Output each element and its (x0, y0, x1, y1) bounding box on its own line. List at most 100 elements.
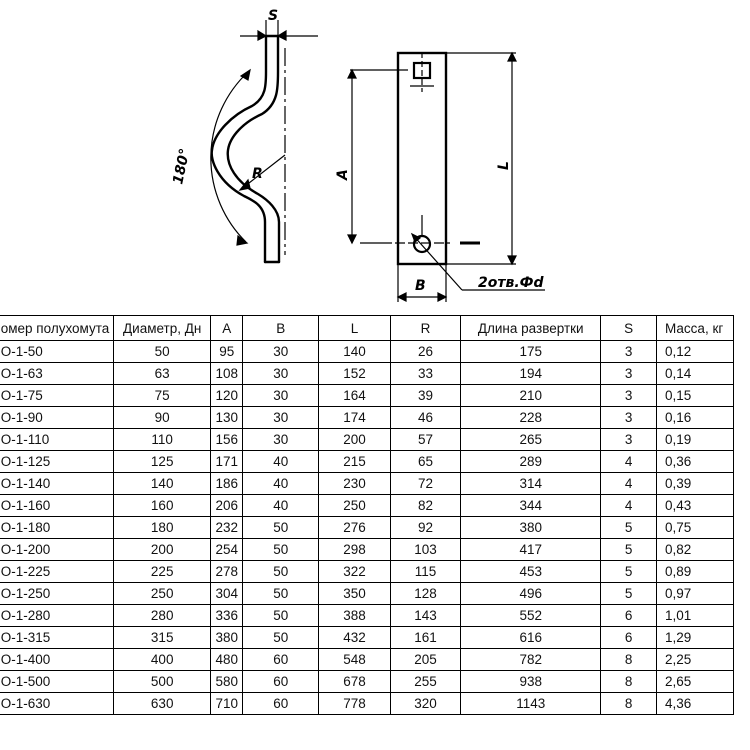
table-cell: 496 (460, 582, 602, 605)
table-cell: 206 (210, 494, 244, 517)
header-cell: A (210, 315, 244, 341)
table-cell: 5 (600, 538, 658, 561)
table-cell: 350 (318, 582, 391, 605)
table-cell: 2,65 (656, 670, 734, 693)
table-cell: ПО-1-75 (0, 384, 115, 407)
table-cell: 0,36 (656, 450, 734, 473)
table-cell: 500 (113, 670, 212, 693)
table-cell: 344 (460, 494, 602, 517)
table-cell: 0,82 (656, 538, 734, 561)
table-cell: ПО-1-50 (0, 340, 115, 363)
table-cell: 171 (210, 450, 244, 473)
table-cell: 480 (210, 648, 244, 671)
table-cell: 5 (600, 582, 658, 605)
table-cell: 50 (242, 560, 320, 583)
table-cell: 8 (600, 692, 658, 715)
table-cell: 4,36 (656, 692, 734, 715)
label-angle: 180° (170, 147, 193, 186)
table-cell: 95 (210, 340, 244, 363)
table-cell: 174 (318, 406, 391, 429)
header-cell: B (242, 315, 320, 341)
table-cell: 380 (460, 516, 602, 539)
table-cell: 336 (210, 604, 244, 627)
table-cell: 200 (318, 428, 391, 451)
table-cell: 50 (242, 604, 320, 627)
header-cell: Диаметр, Дн (113, 315, 212, 341)
table-cell: 314 (460, 472, 602, 495)
table-cell: 75 (113, 384, 212, 407)
table-cell: 322 (318, 560, 391, 583)
table-cell: 3 (600, 428, 658, 451)
table-cell: 60 (242, 648, 320, 671)
header-cell: L (318, 315, 391, 341)
clamp-inner-profile (226, 34, 281, 264)
table-cell: 63 (113, 362, 212, 385)
table-cell: 276 (318, 516, 391, 539)
table-cell: 0,43 (656, 494, 734, 517)
table-cell: 250 (113, 582, 212, 605)
table-cell: ПО-1-90 (0, 406, 115, 429)
table-cell: ПО-1-63 (0, 362, 115, 385)
table-cell: 108 (210, 362, 244, 385)
angle-dimension-arc (210, 71, 249, 243)
table-cell: 215 (318, 450, 391, 473)
table-cell: 678 (318, 670, 391, 693)
table-cell: 194 (460, 362, 602, 385)
table-cell: 6 (600, 626, 658, 649)
table-cell: ПО-1-200 (0, 538, 115, 561)
table-cell: 225 (113, 560, 212, 583)
table-cell: 380 (210, 626, 244, 649)
table-cell: 400 (113, 648, 212, 671)
table-cell: 90 (113, 406, 212, 429)
table-cell: 3 (600, 340, 658, 363)
table-cell: 140 (318, 340, 391, 363)
label-l: L (496, 161, 512, 170)
table-cell: 265 (460, 428, 602, 451)
table-cell: 228 (460, 406, 602, 429)
table-cell: 778 (318, 692, 391, 715)
table-cell: 120 (210, 384, 244, 407)
table-cell: 4 (600, 472, 658, 495)
table-cell: 3 (600, 362, 658, 385)
table-cell: 39 (389, 384, 462, 407)
table-cell: 140 (113, 472, 212, 495)
label-holes: 2отв.Фd (478, 275, 545, 291)
table-cell: 782 (460, 648, 602, 671)
table-cell: 432 (318, 626, 391, 649)
table-cell: ПО-1-250 (0, 582, 115, 605)
label-b: B (415, 278, 426, 294)
table-cell: 40 (242, 472, 320, 495)
table-cell: 164 (318, 384, 391, 407)
table-cell: 4 (600, 494, 658, 517)
table-cell: ПО-1-500 (0, 670, 115, 693)
table-cell: 630 (113, 692, 212, 715)
table-cell: 175 (460, 340, 602, 363)
table-cell: 50 (242, 626, 320, 649)
table-cell: 0,12 (656, 340, 734, 363)
specification-table: Номер полухомута Диаметр, Дн A B L R Дли… (0, 315, 734, 715)
table-cell: ПО-1-140 (0, 472, 115, 495)
table-cell: 0,39 (656, 472, 734, 495)
table-cell: 130 (210, 406, 244, 429)
clamp-outer-profile (210, 34, 268, 264)
table-cell: 72 (389, 472, 462, 495)
table-cell: 82 (389, 494, 462, 517)
table-cell: 1,29 (656, 626, 734, 649)
table-cell: ПО-1-315 (0, 626, 115, 649)
table-cell: 65 (389, 450, 462, 473)
table-cell: 5 (600, 516, 658, 539)
header-cell: Номер полухомута (0, 315, 115, 341)
table-cell: 30 (242, 340, 320, 363)
table-cell: 60 (242, 692, 320, 715)
table-cell: 254 (210, 538, 244, 561)
table-cell: 205 (389, 648, 462, 671)
table-cell: 280 (113, 604, 212, 627)
